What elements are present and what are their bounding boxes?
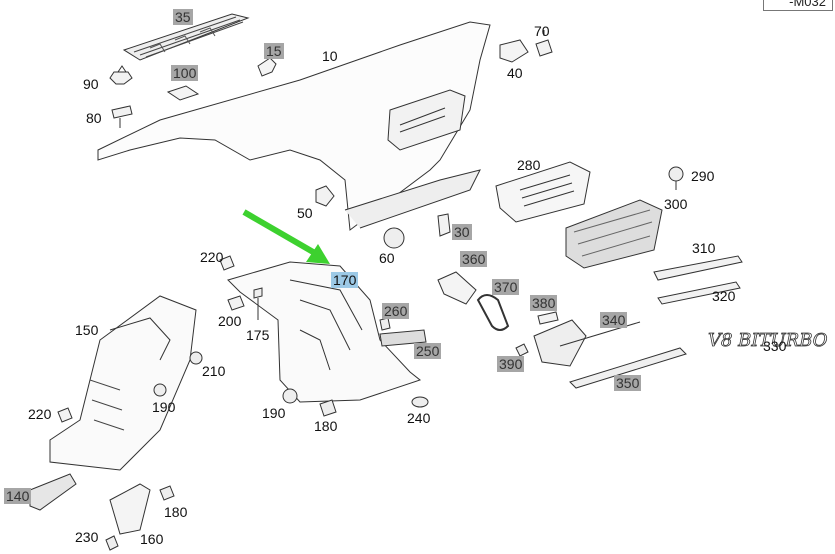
part-330-emblem[interactable]: V8 BITURBO [708,330,829,352]
part-210-washer[interactable] [189,351,203,365]
callout-380[interactable]: 380 [530,295,558,311]
callout-320[interactable]: 320 [712,288,736,304]
callout-370[interactable]: 370 [492,279,520,295]
callout-90[interactable]: 90 [83,76,99,92]
part-50-clip[interactable] [315,185,335,207]
part-140-panel[interactable] [29,473,77,511]
callout-140[interactable]: 140 [4,488,32,504]
callout-160[interactable]: 160 [140,531,164,547]
callout-260[interactable]: 260 [382,303,410,319]
part-360-lamp[interactable] [437,271,477,305]
callout-60[interactable]: 60 [379,250,395,266]
reference-code: -M032 [763,0,833,11]
callout-210[interactable]: 210 [202,363,226,379]
part-35-grille[interactable] [122,13,250,61]
part-380-clip[interactable] [537,311,559,325]
callout-40[interactable]: 40 [507,65,523,81]
callout-170[interactable]: 170 [331,272,359,288]
callout-180-lower[interactable]: 180 [164,504,188,520]
part-40-bracket[interactable] [499,39,529,63]
part-60-nut[interactable] [383,227,405,249]
part-70-screw[interactable] [535,30,553,57]
callout-200[interactable]: 200 [218,313,242,329]
callout-100[interactable]: 100 [171,65,199,81]
callout-80[interactable]: 80 [86,110,102,126]
part-100-pad[interactable] [166,85,200,101]
part-220-clip-upper[interactable] [219,255,235,271]
callout-280[interactable]: 280 [517,157,541,173]
callout-390[interactable]: 390 [497,356,525,372]
emblem-text: V8 BITURBO [708,330,828,351]
part-250-strip[interactable] [379,329,427,347]
part-290-screw[interactable] [668,166,684,190]
part-390-screw[interactable] [515,343,529,357]
part-160-mud-flap[interactable] [109,483,151,535]
callout-360[interactable]: 360 [460,251,488,267]
callout-190-center[interactable]: 190 [262,405,286,421]
callout-35[interactable]: 35 [173,9,193,25]
callout-300[interactable]: 300 [664,196,688,212]
callout-180-center[interactable]: 180 [314,418,338,434]
part-310-trim[interactable] [653,255,743,281]
callout-150[interactable]: 150 [75,322,99,338]
part-280-vent[interactable] [495,161,591,223]
part-10-fender[interactable] [97,21,491,231]
part-190-nut-b[interactable] [282,388,298,404]
part-350-badge[interactable] [569,347,687,389]
callout-350[interactable]: 350 [614,375,642,391]
callout-50[interactable]: 50 [297,205,313,221]
part-190-nut-a[interactable] [153,383,167,397]
callout-220-upper[interactable]: 220 [200,249,224,265]
part-180-screw-a[interactable] [319,399,337,417]
callout-70[interactable]: 70 [534,23,550,39]
callout-220-lower[interactable]: 220 [28,406,52,422]
part-230-clip[interactable] [105,535,119,551]
part-175-bolt[interactable] [253,287,263,320]
part-30-clip[interactable] [437,213,451,237]
part-240-grommet[interactable] [411,396,429,408]
callout-175[interactable]: 175 [246,327,270,343]
part-15-clip[interactable] [257,57,277,77]
part-220-clip-lower[interactable] [57,407,73,423]
callout-250[interactable]: 250 [414,343,442,359]
part-180-screw-b[interactable] [159,485,175,501]
callout-30[interactable]: 30 [452,224,472,240]
callout-15[interactable]: 15 [264,43,284,59]
part-300-grille[interactable] [565,199,663,269]
part-90-nut[interactable] [109,65,133,85]
callout-290[interactable]: 290 [691,168,715,184]
callout-240[interactable]: 240 [407,410,431,426]
part-260-screw[interactable] [379,317,391,331]
part-80-bolt[interactable] [111,105,133,128]
callout-340[interactable]: 340 [600,312,628,328]
part-150-wheel-liner[interactable] [49,295,197,471]
callout-10[interactable]: 10 [322,48,338,64]
callout-310[interactable]: 310 [692,240,716,256]
part-200-clip[interactable] [227,295,245,311]
highlight-arrow [242,209,330,264]
part-370-seal[interactable] [476,294,510,331]
callout-230[interactable]: 230 [75,529,99,545]
callout-190-left[interactable]: 190 [152,399,176,415]
part-170-wheel-liner[interactable] [227,261,422,403]
part-320-trim[interactable] [657,281,741,305]
callout-330[interactable]: 330 [763,338,787,354]
